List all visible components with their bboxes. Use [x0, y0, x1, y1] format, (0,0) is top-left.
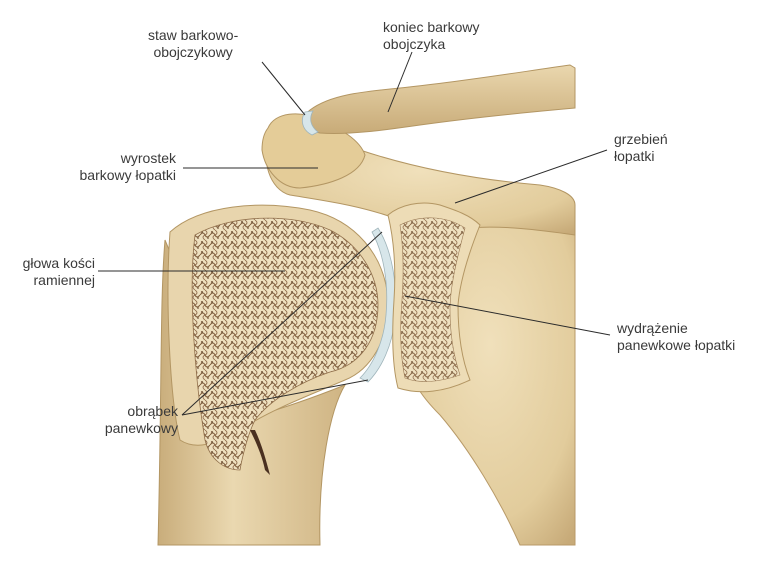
leader-line-spine: [454, 149, 608, 204]
label-humeral-head: głowa kości ramiennej: [8, 255, 95, 289]
label-acromion-line1: wyrostek: [120, 150, 176, 166]
clavicle: [304, 64, 576, 134]
humeral-head-cancellous: [191, 217, 379, 471]
label-glenoid-line1: wydrążenie: [617, 320, 688, 336]
label-acromioclavicular-joint: staw barkowo- obojczykowy: [148, 27, 238, 61]
medullary-cavity: [250, 430, 270, 475]
label-glenoid-labrum: obrąbek panewkowy: [58, 403, 178, 437]
humerus-shaft: [157, 239, 347, 546]
label-clavicle-end-line2: obojczyka: [383, 36, 446, 52]
label-glenoid-cavity: wydrążenie panewkowe łopatki: [617, 320, 735, 354]
glenoid-cancellous: [399, 217, 466, 382]
ac-joint-cartilage: [301, 110, 319, 136]
leader-line-ac-joint: [261, 61, 306, 116]
label-humeral-head-line2: ramiennej: [33, 272, 95, 288]
leader-line-glenoid: [404, 295, 611, 336]
label-spine-of-scapula: grzebień łopatki: [614, 131, 668, 165]
label-labrum-line2: panewkowy: [104, 420, 178, 436]
leader-line-labrum-lower: [181, 379, 369, 416]
label-acromion: wyrostek barkowy łopatki: [58, 150, 177, 184]
label-spine-line2: łopatki: [614, 148, 655, 164]
label-acromial-end-clavicle: koniec barkowy obojczyka: [383, 19, 480, 53]
label-ac-joint-line2: obojczykowy: [153, 44, 233, 60]
label-acromion-line2: barkowy łopatki: [79, 167, 177, 183]
label-labrum-line1: obrąbek: [127, 403, 178, 419]
leader-line-clavicle-end: [387, 51, 413, 113]
label-ac-joint-line1: staw barkowo-: [148, 27, 239, 43]
label-glenoid-line2: panewkowe łopatki: [617, 337, 736, 353]
leader-line-labrum-upper: [181, 231, 383, 416]
label-spine-line1: grzebień: [614, 131, 668, 147]
label-humeral-head-line1: głowa kości: [22, 255, 95, 271]
label-clavicle-end-line1: koniec barkowy: [383, 19, 480, 35]
